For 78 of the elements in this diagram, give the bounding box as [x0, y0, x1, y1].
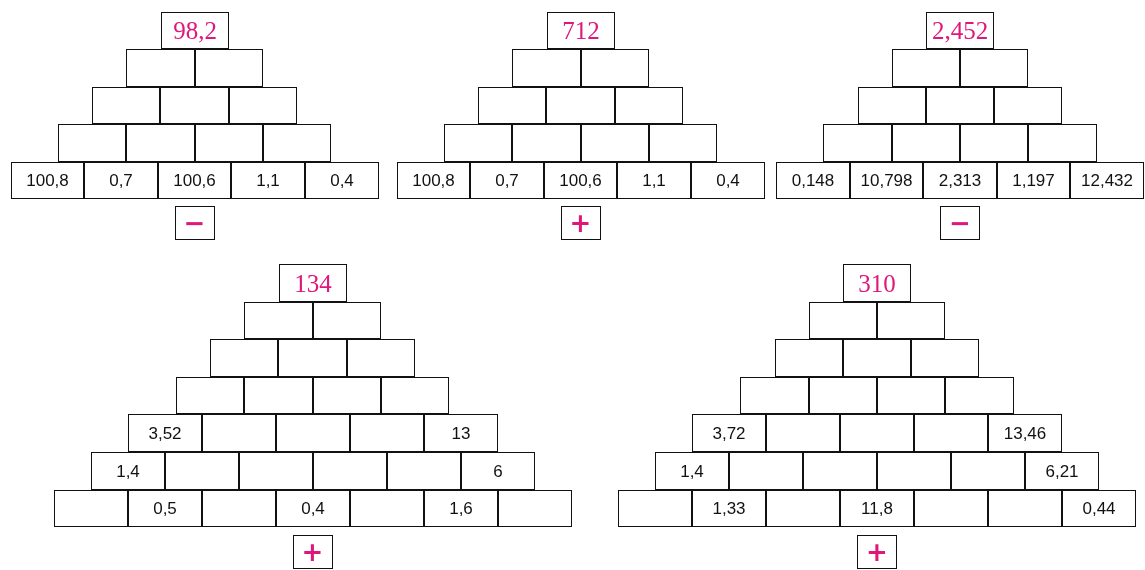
number-cell — [305, 162, 379, 199]
operation-box — [292, 535, 333, 569]
number: 0,4 — [330, 172, 354, 189]
number-cell — [692, 490, 766, 527]
number-cell — [692, 414, 766, 452]
top-cell — [547, 12, 615, 49]
number-cell — [461, 452, 535, 490]
number: 1,1 — [642, 172, 666, 189]
number: 100,8 — [26, 172, 69, 189]
number-cell — [158, 162, 231, 199]
number-cell — [84, 162, 158, 199]
operation-sign: + — [569, 210, 592, 236]
number: 1,33 — [712, 500, 746, 517]
number: 0,7 — [495, 172, 519, 189]
operation-box — [560, 206, 601, 240]
number-cell — [11, 162, 84, 199]
number-cell — [1025, 452, 1099, 490]
number-cell — [397, 162, 470, 199]
operation-sign: + — [866, 539, 888, 565]
number-cell — [840, 490, 914, 527]
number-cell — [691, 162, 765, 199]
number-cell — [544, 162, 617, 199]
number: 100,6 — [173, 172, 216, 189]
top-cell — [161, 12, 229, 49]
number: 10,798 — [860, 172, 913, 189]
result-number: 134 — [294, 270, 332, 296]
number: 1,4 — [116, 462, 140, 480]
number: 13 — [451, 424, 471, 442]
operation-sign: − — [949, 210, 971, 236]
number: 1,197 — [1012, 172, 1055, 189]
number: 1,6 — [449, 500, 473, 517]
result-number: 98,2 — [173, 18, 217, 43]
number: 6 — [493, 462, 503, 480]
number: 6,21 — [1045, 462, 1079, 480]
number: 0,4 — [301, 500, 325, 517]
number: 12,432 — [1081, 172, 1133, 189]
number-cell — [988, 414, 1062, 452]
number: 0,148 — [791, 172, 835, 189]
number-cell — [424, 414, 498, 452]
number-cell — [424, 490, 498, 527]
number: 0,4 — [716, 172, 740, 189]
operation-box — [857, 535, 897, 569]
top-cell — [279, 264, 347, 302]
operation-box — [940, 206, 980, 240]
number: 3,72 — [712, 424, 746, 442]
number-cell — [128, 414, 202, 452]
number: 1,4 — [680, 462, 704, 480]
top-cell — [843, 264, 911, 302]
number: 100,8 — [412, 172, 455, 189]
number-cell — [997, 162, 1070, 199]
number: 0,7 — [109, 172, 133, 189]
number-cell — [850, 162, 923, 199]
number: 100,6 — [559, 172, 602, 189]
operation-box — [174, 206, 215, 240]
operation-sign: + — [301, 539, 324, 565]
operation-sign: − — [183, 210, 206, 236]
number-cell — [91, 452, 165, 490]
top-cell — [926, 12, 994, 49]
number-cell — [1070, 162, 1144, 199]
number-cell — [128, 490, 202, 527]
number-cell — [231, 162, 305, 199]
number-cell — [276, 490, 350, 527]
number-cell — [655, 452, 729, 490]
result-number: 2,452 — [931, 18, 989, 43]
number: 0,44 — [1082, 500, 1116, 517]
number: 1,1 — [256, 172, 280, 189]
number: 13,46 — [1003, 424, 1047, 442]
number-cell — [470, 162, 544, 199]
result-number: 310 — [858, 270, 896, 296]
number: 3,52 — [148, 424, 182, 442]
number: 2,313 — [938, 172, 982, 189]
number-cell — [776, 162, 850, 199]
number: 0,5 — [153, 500, 177, 517]
number: 11,8 — [861, 500, 893, 517]
number-cell — [1062, 490, 1136, 527]
number-cell — [617, 162, 691, 199]
result-number: 712 — [562, 18, 600, 43]
number-cell — [923, 162, 997, 199]
